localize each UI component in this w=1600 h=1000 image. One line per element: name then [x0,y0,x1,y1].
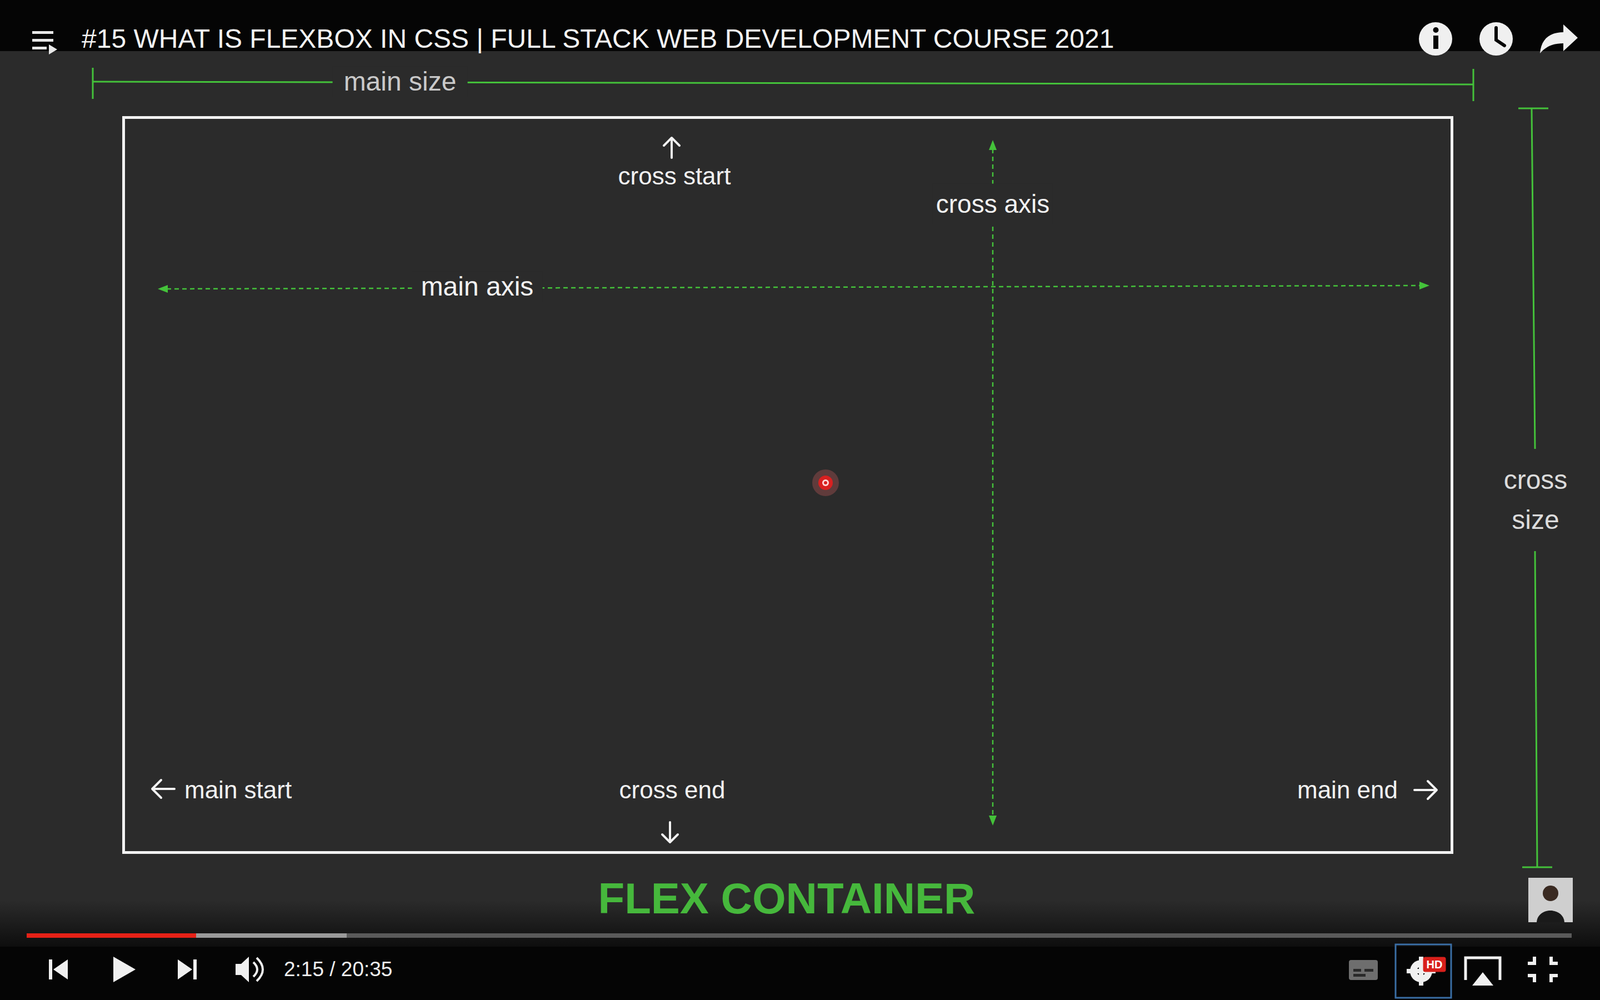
player-controls-part [1364,968,1374,972]
cross-end-label: cross end [619,776,726,805]
cursor-dot-part [818,475,833,490]
info-icon-part [1418,22,1453,56]
direction-arrows [152,137,1437,843]
bottom-bar [0,946,1600,1000]
progress-bar [26,933,1572,938]
player-controls-part [1353,973,1366,977]
cross-start-label: cross start [618,162,732,191]
cross-size-label: cross size [1493,454,1578,546]
watch-later-icon-part [1496,27,1505,46]
watch-later-icon [1479,22,1513,56]
cross-axis-line-part [992,148,994,817]
presenter-avatar-part [1528,877,1573,923]
info-icon [1418,22,1453,56]
playlist-icon-part [48,44,58,55]
cursor-dot-part [812,469,839,497]
cross-size-dimension-part [1522,866,1553,869]
direction-arrows-part [152,780,175,798]
direction-arrows-part [662,822,678,843]
progress-bar-part [26,933,197,938]
playlist-icon-part [32,38,54,42]
direction-arrows-part [1414,781,1437,799]
cross-size-dimension-part [1531,108,1535,449]
cursor-dot-part [823,481,828,485]
player-controls-part [48,959,53,980]
player-controls-part [235,956,249,983]
player-controls-part [1395,944,1452,998]
player-controls-part [1353,968,1362,972]
playlist-icon-part [32,31,54,34]
watch-later-icon-part [1479,22,1513,56]
main-size-dimension-part [1472,68,1475,102]
main-axis-line-part [166,285,1420,289]
player-controls-part [1348,960,1378,980]
player-controls-part [256,957,263,982]
progress-bar-part [26,933,347,938]
cross-size-dimension-part [1518,107,1549,110]
main-axis-line-part [157,285,168,293]
progress-bar-part [26,933,1572,938]
presenter-avatar [1528,877,1573,923]
player-controls-part [177,959,193,980]
info-icon-part [1433,27,1439,33]
player-controls-part [113,956,136,983]
playlist-icon-part [32,46,47,50]
video-title: #15 WHAT IS FLEXBOX IN CSS | FULL STACK … [81,23,1114,54]
cursor-dot-part [822,479,829,487]
player-controls-part [1527,956,1558,983]
presenter-avatar-part [1542,885,1559,902]
cross-axis-line [988,140,997,826]
share-icon-part [1540,24,1578,54]
share-icon [1540,24,1578,54]
player-controls-part [1472,972,1494,986]
player-controls-part [53,959,68,980]
presenter-avatar-part [1536,910,1565,923]
main-end-label: main end [1297,776,1398,805]
main-axis-label: main axis [412,271,543,302]
flex-container-box: cross start cross axis main axis main start… [122,116,1454,854]
player-controls [48,944,1558,998]
main-axis-line [157,281,1430,293]
main-axis-line-part [1419,281,1430,290]
playlist-icon [32,31,58,55]
cross-axis-line-part [988,815,997,826]
cross-axis-label: cross axis [932,183,1053,225]
main-size-dimension-part [92,67,94,99]
main-size-label: main size [332,66,468,97]
info-icon-part [1433,35,1439,49]
flex-container-heading: FLEX CONTAINER [598,873,976,924]
cross-axis-line-part [988,140,997,150]
main-size-dimension-part [92,81,1474,85]
direction-arrows-part [663,137,680,158]
player-controls-part [253,962,258,977]
hd-badge: HD [1423,957,1447,973]
cross-size-dimension-part [1535,551,1538,868]
main-start-label: main start [184,776,292,805]
main-size-dimension [92,67,1474,102]
cursor-dot [812,469,839,497]
time-display: 2:15 / 20:35 [283,957,393,982]
player-controls-part [193,959,197,980]
